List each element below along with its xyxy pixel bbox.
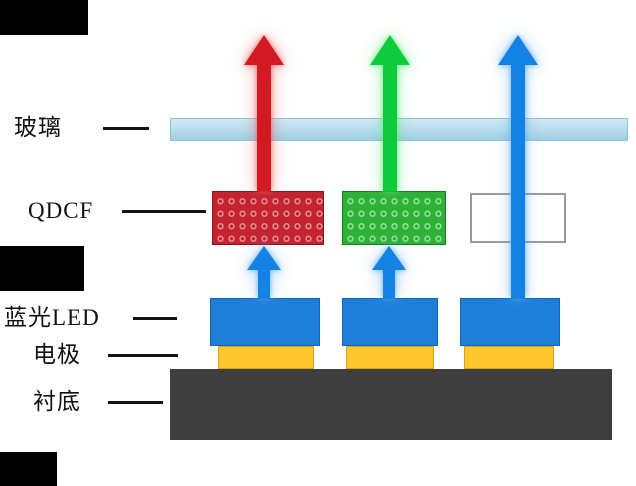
blue-pump-arrow-left	[247, 246, 281, 298]
blue-pump-arrow-middle	[372, 246, 406, 298]
substrate-connector-line	[108, 401, 163, 404]
electrode-middle	[346, 346, 434, 369]
blue-led-middle	[342, 298, 438, 346]
blue-led-right	[460, 298, 560, 346]
redaction-block-bottom-left	[0, 452, 57, 486]
blue-led-connector-line	[133, 317, 177, 320]
electrode-left	[218, 346, 314, 369]
blue-led-left	[210, 298, 320, 346]
qdcf-connector-line	[122, 210, 206, 213]
blue-emission-arrow	[498, 35, 538, 298]
electrode-connector-line	[108, 354, 178, 357]
label-blue-led: 蓝光LED	[4, 305, 100, 330]
label-electrode: 电极	[33, 342, 81, 367]
label-glass: 玻璃	[14, 115, 62, 140]
qdcf-green-film	[342, 191, 446, 245]
green-emission-arrow	[370, 35, 410, 191]
glass-connector-line	[103, 127, 149, 130]
electrode-right	[464, 346, 554, 369]
qdcf-red-film	[212, 191, 324, 245]
redaction-block-middle-left	[0, 246, 84, 291]
red-emission-arrow	[244, 35, 284, 191]
label-qdcf: QDCF	[28, 198, 94, 223]
label-substrate: 衬底	[33, 389, 81, 414]
substrate-layer	[170, 369, 612, 440]
redaction-block-top-left	[0, 0, 88, 35]
